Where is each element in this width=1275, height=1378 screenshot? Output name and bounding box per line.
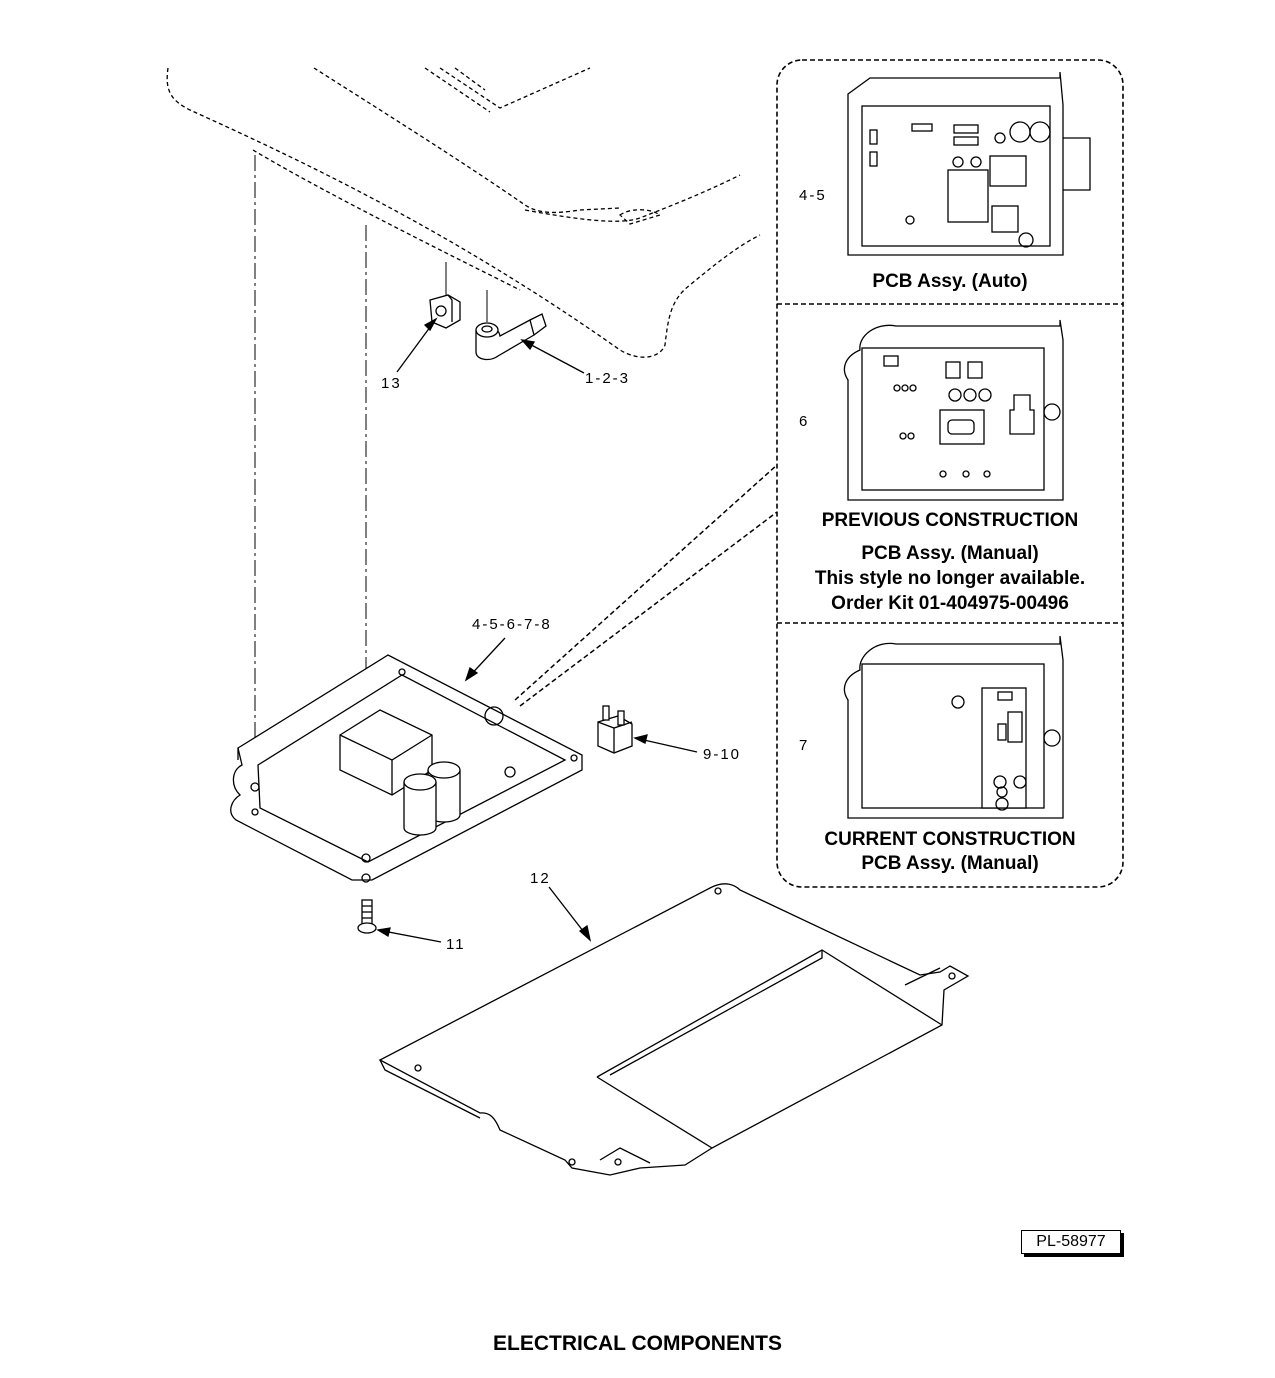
- panel-previous-note: This style no longer available.: [814, 568, 1086, 589]
- pcb-previous-board: [843, 319, 1064, 501]
- pcb-mounting-plate: [230, 464, 778, 883]
- callout-11: 11: [446, 936, 466, 953]
- part-alignment-ticks: [445, 262, 488, 322]
- part-123-connector: [475, 313, 585, 374]
- panel-previous-order: Order Kit 01-404975-00496: [831, 593, 1069, 614]
- callout-4-5-6-7-8: 4-5-6-7-8: [472, 616, 552, 633]
- part-910-connector-block: [597, 705, 698, 754]
- alignment-lines: [254, 155, 367, 860]
- callout-4-5: 4-5: [799, 187, 827, 204]
- callout-9-10: 9-10: [703, 746, 742, 763]
- part-11-screw: [357, 899, 442, 943]
- panel-previous-heading: PREVIOUS CONSTRUCTION: [821, 510, 1079, 531]
- panel-current-heading: CURRENT CONSTRUCTION: [824, 829, 1076, 850]
- callout-6: 6: [799, 413, 810, 430]
- panel-current-title: PCB Assy. (Manual): [861, 853, 1039, 874]
- page-title: ELECTRICAL COMPONENTS: [493, 1332, 782, 1355]
- pcb-auto-board: [847, 71, 1091, 256]
- pcb-leader: [464, 637, 506, 682]
- part-12-cover-plate: [378, 883, 970, 1176]
- callout-7: 7: [799, 737, 810, 754]
- part-13-grommet: [396, 294, 461, 373]
- pcb-capacitors: [403, 761, 461, 836]
- callout-12: 12: [530, 870, 551, 887]
- drawing-number: PL-58977: [1021, 1230, 1121, 1254]
- inset-panels-frame: [776, 59, 1124, 888]
- panel-previous-title: PCB Assy. (Manual): [861, 543, 1039, 564]
- panel-auto-title: PCB Assy. (Auto): [872, 271, 1028, 292]
- machine-base-outline: [166, 67, 761, 358]
- pcb-current-board: [843, 635, 1064, 819]
- callout-13: 13: [381, 375, 402, 392]
- callout-1-2-3: 1-2-3: [585, 370, 631, 387]
